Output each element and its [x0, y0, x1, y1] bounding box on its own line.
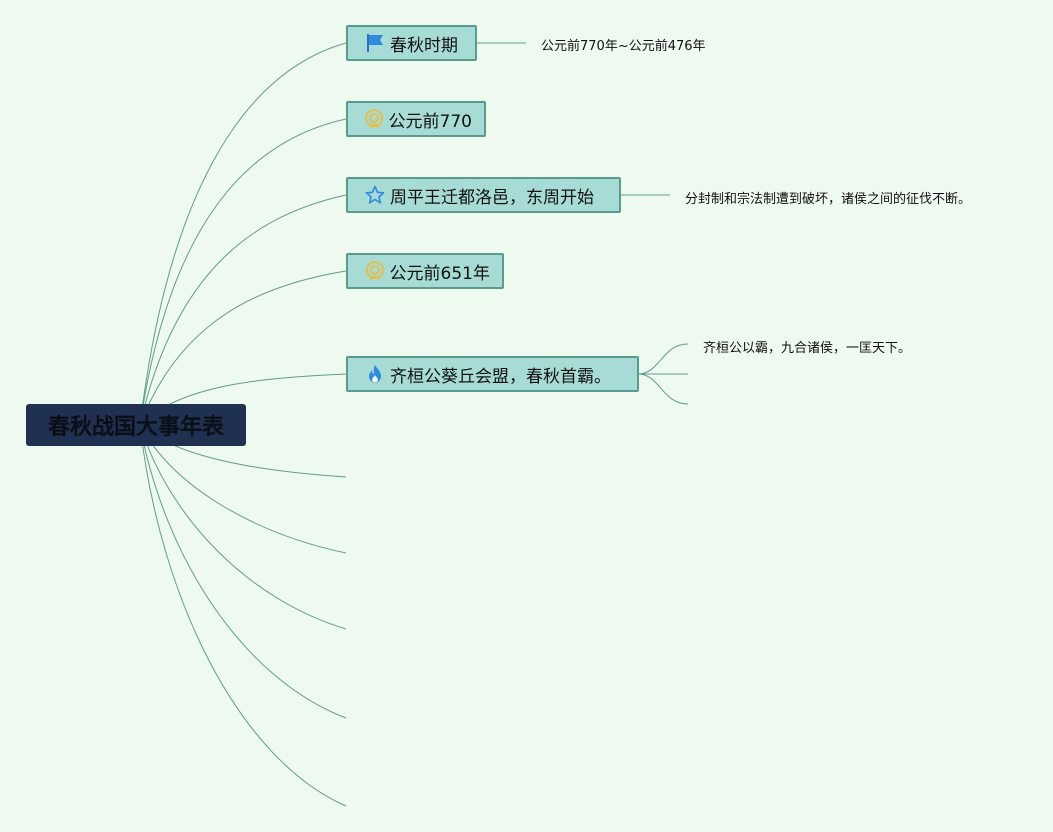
connector-topic-2 — [139, 118, 347, 426]
topic-note-1: 公元前770年~公元前476年 — [541, 39, 706, 54]
star-icon — [364, 184, 386, 206]
topic-label-5: 齐桓公葵丘会盟，春秋首霸。 — [390, 366, 611, 387]
connector-note-5a — [637, 343, 689, 375]
connector-empty-3 — [139, 424, 347, 630]
medal-icon — [364, 260, 386, 282]
fire-icon — [364, 363, 386, 385]
topic-label-2: 公元前770 — [388, 111, 472, 132]
topic-node-5[interactable]: 齐桓公葵丘会盟，春秋首霸。 — [346, 356, 639, 392]
topic-node-2[interactable]: 公元前770 — [346, 101, 486, 137]
root-label: 春秋战国大事年表 — [47, 415, 224, 440]
topic-note-5: 齐桓公以霸，九合诸侯，一匡天下。 — [703, 341, 912, 356]
medal-icon — [364, 108, 385, 130]
topic-note-3: 分封制和宗法制遭到破坏，诸侯之间的征伐不断。 — [685, 192, 972, 207]
connector-topic-1 — [139, 42, 347, 426]
connector-topic-3 — [139, 194, 347, 426]
topic-label-3: 周平王迁都洛邑，东周开始 — [390, 187, 594, 208]
topic-node-1[interactable]: 春秋时期 — [346, 25, 477, 61]
connector-topic-4 — [139, 270, 347, 426]
connector-empty-5 — [139, 424, 347, 807]
topic-label-1: 春秋时期 — [390, 35, 458, 56]
flag-icon — [364, 32, 386, 54]
topic-node-4[interactable]: 公元前651年 — [346, 253, 504, 289]
connector-empty-2 — [139, 424, 347, 554]
connector-empty-4 — [139, 424, 347, 719]
connector-note-5c — [637, 373, 689, 405]
topic-label-4: 公元前651年 — [389, 263, 490, 284]
root-node[interactable]: 春秋战国大事年表 — [26, 404, 246, 446]
topic-node-3[interactable]: 周平王迁都洛邑，东周开始 — [346, 177, 621, 213]
